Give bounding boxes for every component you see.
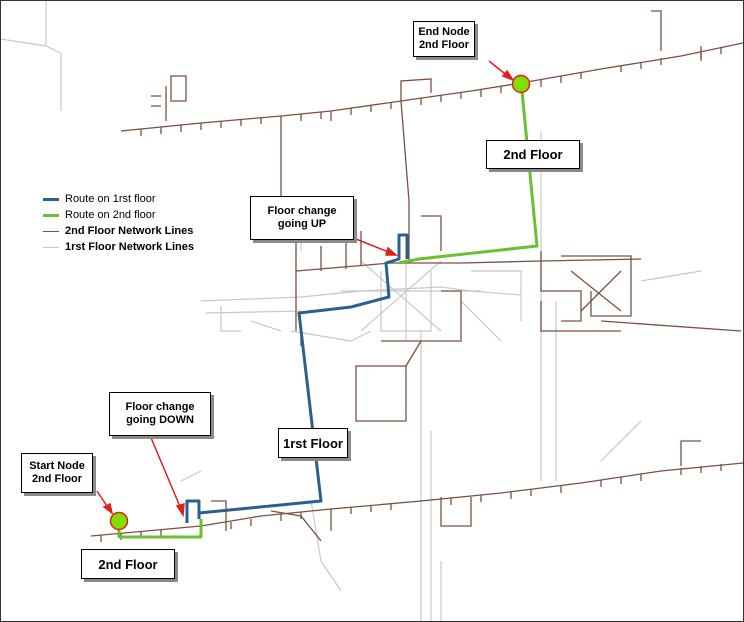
legend-swatch-gray [43,246,59,248]
end-node-icon[interactable] [511,74,531,94]
legend-item-network-second-floor: 2nd Floor Network Lines [43,223,194,239]
legend-item-route-first-floor: Route on 1rst floor [43,191,194,207]
second-floor-label-top: 2nd Floor [486,140,580,169]
legend-item-network-first-floor: 1rst Floor Network Lines [43,239,194,255]
legend-swatch-blue [43,197,59,201]
legend-swatch-green [43,213,59,217]
start-node-icon[interactable] [109,511,129,531]
start-node-callout: Start Node 2nd Floor [21,453,93,493]
arrow-floor-up-head [385,246,398,256]
arrow-start-node-head [102,502,114,515]
legend-label: Route on 1rst floor [65,193,156,205]
arrow-floor-down-head [175,502,185,518]
route-first-floor [185,233,409,523]
second-floor-label-bottom: 2nd Floor [81,549,175,579]
legend-label: Route on 2nd floor [65,209,156,221]
legend-swatch-brown [43,230,59,232]
legend-label: 2nd Floor Network Lines [65,225,194,237]
arrow-end-node-head [501,69,515,82]
arrow-floor-up [350,236,392,254]
end-node-callout: End Node 2nd Floor [413,21,475,57]
arrow-floor-down [148,432,182,510]
second-floor-network-lines [90,10,743,542]
first-floor-label: 1rst Floor [278,428,348,458]
floor-change-down-callout: Floor change going DOWN [109,392,211,436]
legend-item-route-second-floor: Route on 2nd floor [43,207,194,223]
legend-label: 1rst Floor Network Lines [65,241,194,253]
first-floor-network-lines [1,1,702,621]
map-legend: Route on 1rst floor Route on 2nd floor 2… [43,191,194,255]
pointer-arrows [96,60,515,518]
floor-change-up-callout: Floor change going UP [250,196,354,240]
